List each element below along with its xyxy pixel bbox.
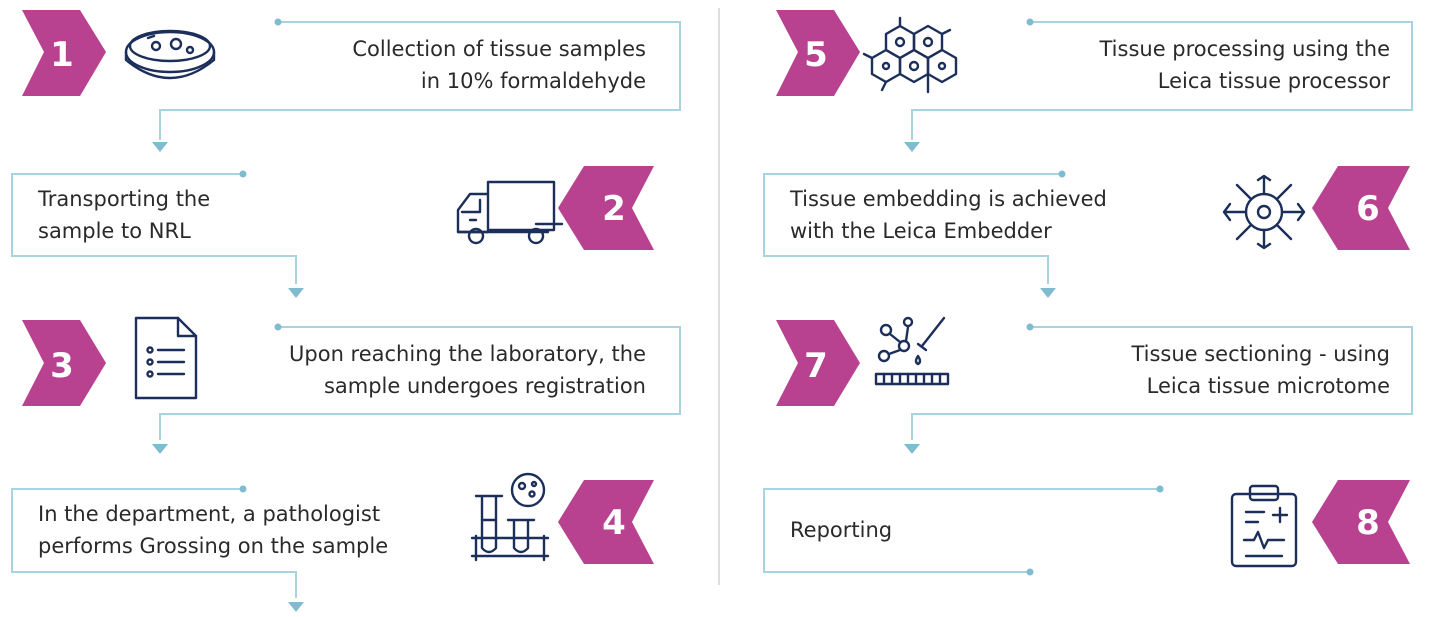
- svg-text:8: 8: [1356, 503, 1380, 543]
- cell-hexagons-icon: [862, 16, 958, 94]
- step-3-chevron: 3: [22, 320, 106, 406]
- neuron-cell-icon: [1222, 174, 1306, 250]
- step-6-frame: [763, 170, 1066, 298]
- petri-dish-icon: [124, 29, 216, 80]
- svg-text:4: 4: [602, 503, 626, 543]
- step-2-frame: [11, 170, 304, 298]
- step-4-chevron: 4: [558, 480, 654, 564]
- svg-text:5: 5: [804, 35, 828, 75]
- microtome-pipette-icon: [874, 316, 950, 386]
- step-2-text: Transporting the sample to NRL: [38, 187, 211, 243]
- step-1-chevron: 1: [22, 10, 106, 96]
- step-7-text: Tissue sectioning - using Leica tissue m…: [1131, 342, 1390, 398]
- step-8-frame: [763, 485, 1164, 576]
- step-8-chevron: 8: [1312, 480, 1410, 564]
- clipboard-report-icon: [1230, 484, 1298, 568]
- step-5-frame: [904, 18, 1413, 152]
- step-4-text: In the department, a pathologist perform…: [38, 502, 389, 558]
- delivery-truck-icon: [456, 180, 564, 245]
- step-3-frame: [152, 323, 681, 454]
- svg-text:1: 1: [50, 35, 74, 75]
- step-7-chevron: 7: [776, 320, 860, 406]
- step-2-chevron: 2: [558, 166, 654, 250]
- step-6-chevron: 6: [1312, 166, 1410, 250]
- step-1-frame: [152, 18, 681, 152]
- svg-text:7: 7: [804, 346, 828, 386]
- step-8-text: Reporting: [790, 518, 893, 542]
- step-5-chevron: 5: [776, 10, 860, 96]
- step-5-text: Tissue processing using the Leica tissue…: [1099, 37, 1390, 93]
- step-4-frame: [11, 485, 304, 612]
- svg-text:2: 2: [602, 189, 626, 229]
- step-3-text: Upon reaching the laboratory, the sample…: [289, 342, 646, 398]
- svg-text:6: 6: [1356, 189, 1380, 229]
- step-6-text: Tissue embedding is achieved with the Le…: [790, 187, 1107, 243]
- document-list-icon: [134, 316, 198, 400]
- test-tubes-icon: [470, 472, 550, 562]
- step-7-frame: [904, 323, 1413, 454]
- step-1-text: Collection of tissue samples in 10% form…: [352, 37, 646, 93]
- svg-text:3: 3: [50, 346, 74, 386]
